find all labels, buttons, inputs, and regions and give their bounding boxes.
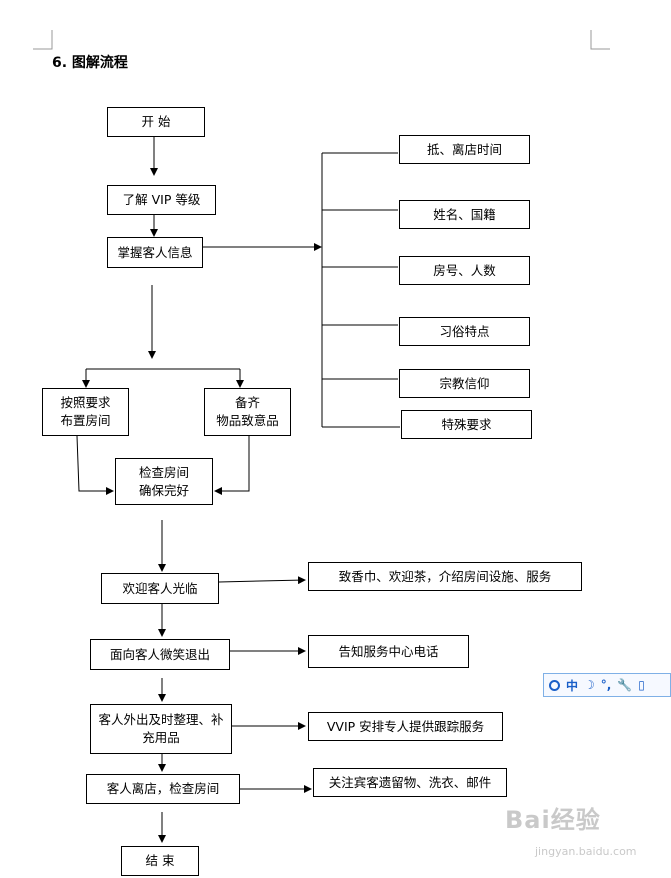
node-welcome-label: 欢迎客人光临 [122,580,198,596]
node-departure-label: 客人离店，检查房间 [106,781,220,796]
moon-icon[interactable]: ☽ [584,678,595,692]
action-service-phone-label: 告知服务中心电话 [338,643,439,659]
node-arrange-room-line1: 按照要求 [60,395,111,410]
node-end-label: 结 束 [145,853,175,868]
info-religion-label: 宗教信仰 [439,375,490,391]
action-service-phone: 告知服务中心电话 [308,635,469,668]
node-welcome: 欢迎客人光临 [101,573,219,604]
node-tidy-room-line1: 客人外出及时整理、补 [98,712,224,727]
ime-toolbar[interactable]: 中 ☽ °, 🔧 ▯ [543,673,671,697]
info-special-requests-label: 特殊要求 [441,416,492,432]
arrow-welcome-to-action [218,576,306,585]
action-lost-items: 关注宾客遗留物、洗衣、邮件 [313,768,507,797]
node-departure: 客人离店，检查房间 [86,774,240,804]
node-prepare-items-line1: 备齐 [234,395,260,410]
ime-language-toggle[interactable]: 中 [566,678,579,693]
info-habits: 习俗特点 [399,317,530,346]
action-lost-items-label: 关注宾客遗留物、洗衣、邮件 [328,774,492,790]
node-check-room-line1: 检查房间 [138,464,189,480]
arrow-prepare-to-check [214,436,250,495]
node-tidy-room: 客人外出及时整理、补 充用品 [90,704,232,754]
node-guest-info: 掌握客人信息 [107,237,203,268]
node-smile-exit: 面向客人微笑退出 [90,639,230,670]
clipboard-icon[interactable]: ▯ [638,678,645,692]
info-name-nationality: 姓名、国籍 [399,200,530,229]
node-arrange-room-line2: 布置房间 [60,413,111,428]
node-tidy-room-line2: 充用品 [142,730,180,745]
node-arrange-room: 按照要求 布置房间 [42,388,129,436]
node-prepare-items-line2: 物品致意品 [216,413,279,428]
node-guest-info-label: 掌握客人信息 [117,244,193,260]
info-room-count: 房号、人数 [399,256,530,285]
wrench-icon[interactable]: 🔧 [617,678,633,692]
watermark-url: jingyan.baidu.com [535,845,637,858]
node-end: 结 束 [121,846,199,876]
action-welcome-service-label: 致香巾、欢迎茶，介绍房间设施、服务 [338,568,552,584]
ime-punctuation-toggle[interactable]: °, [600,678,612,692]
info-arrival-time-label: 抵、离店时间 [426,141,502,157]
action-vvip-service-label: VVIP 安排专人提供跟踪服务 [326,718,485,734]
info-room-count-label: 房号、人数 [433,262,496,278]
node-check-room-line2: 确保完好 [138,482,189,498]
crop-marks [33,30,610,50]
action-vvip-service: VVIP 安排专人提供跟踪服务 [308,712,503,741]
info-arrival-time: 抵、离店时间 [399,135,530,164]
node-vip-level: 了解 VIP 等级 [107,185,216,215]
node-smile-exit-label: 面向客人微笑退出 [109,646,210,662]
action-welcome-service: 致香巾、欢迎茶，介绍房间设施、服务 [308,562,582,591]
info-religion: 宗教信仰 [399,369,530,398]
info-habits-label: 习俗特点 [439,323,490,339]
arrow-arrange-to-check [76,435,114,495]
info-special-requests: 特殊要求 [401,410,532,439]
node-prepare-items: 备齐 物品致意品 [204,388,291,436]
node-check-room: 检查房间 确保完好 [115,458,213,505]
info-name-nationality-label: 姓名、国籍 [433,206,496,222]
watermark-brand: Bai经验 [505,806,601,834]
node-start-label: 开 始 [141,114,171,129]
node-start: 开 始 [107,107,205,137]
node-vip-level-label: 了解 VIP 等级 [122,192,201,207]
search-icon[interactable] [549,679,560,691]
section-heading: 6. 图解流程 [52,55,128,71]
